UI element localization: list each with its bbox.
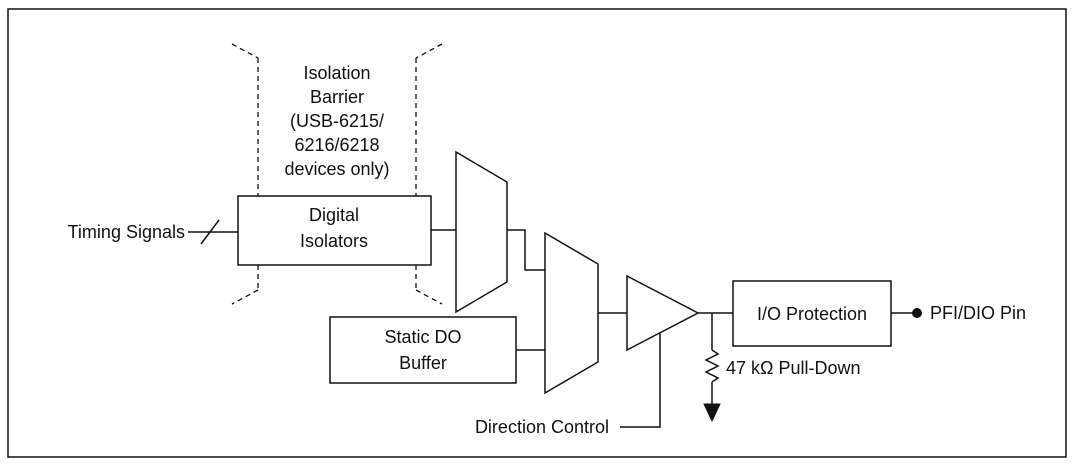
pull-down-resistor: [704, 313, 720, 404]
isolation-barrier-label: Isolation Barrier (USB-6215/ 6216/6218 d…: [284, 63, 389, 179]
isolation-label-line4: 6216/6218: [294, 135, 379, 155]
tristate-buffer-symbol: [626, 274, 700, 352]
io-protection-label: I/O Protection: [757, 304, 867, 324]
mux2-symbol: [544, 231, 599, 395]
direction-control-label: Direction Control: [475, 417, 609, 437]
digital-isolators-box: [237, 195, 432, 266]
static-do-label-line1: Static DO: [384, 327, 461, 347]
static-do-label-line2: Buffer: [399, 353, 447, 373]
direction-control-wire: [620, 333, 661, 428]
diagram-frame: [7, 8, 1067, 458]
bus-slash-icon: [200, 219, 220, 245]
isolation-label-line2: Barrier: [310, 87, 364, 107]
isolation-label-line5: devices only): [284, 159, 389, 179]
pull-down-label: 47 kΩ Pull-Down: [726, 358, 861, 378]
io-protection-box: [732, 280, 892, 347]
static-do-buffer-box: [329, 316, 517, 384]
ground-arrow-icon: [703, 403, 721, 423]
isolation-label-line1: Isolation: [303, 63, 370, 83]
mux1-symbol: [455, 150, 508, 314]
isolation-label-line3: (USB-6215/: [290, 111, 384, 131]
timing-signals-label: Timing Signals: [68, 222, 185, 242]
digital-isolators-label-line2: Isolators: [300, 231, 368, 251]
pin-terminal-dot-icon: [912, 308, 922, 318]
pfi-dio-pin-label: PFI/DIO Pin: [930, 303, 1026, 323]
mux1-to-mux2-wire: [507, 229, 545, 271]
digital-isolators-label-line1: Digital: [309, 205, 359, 225]
